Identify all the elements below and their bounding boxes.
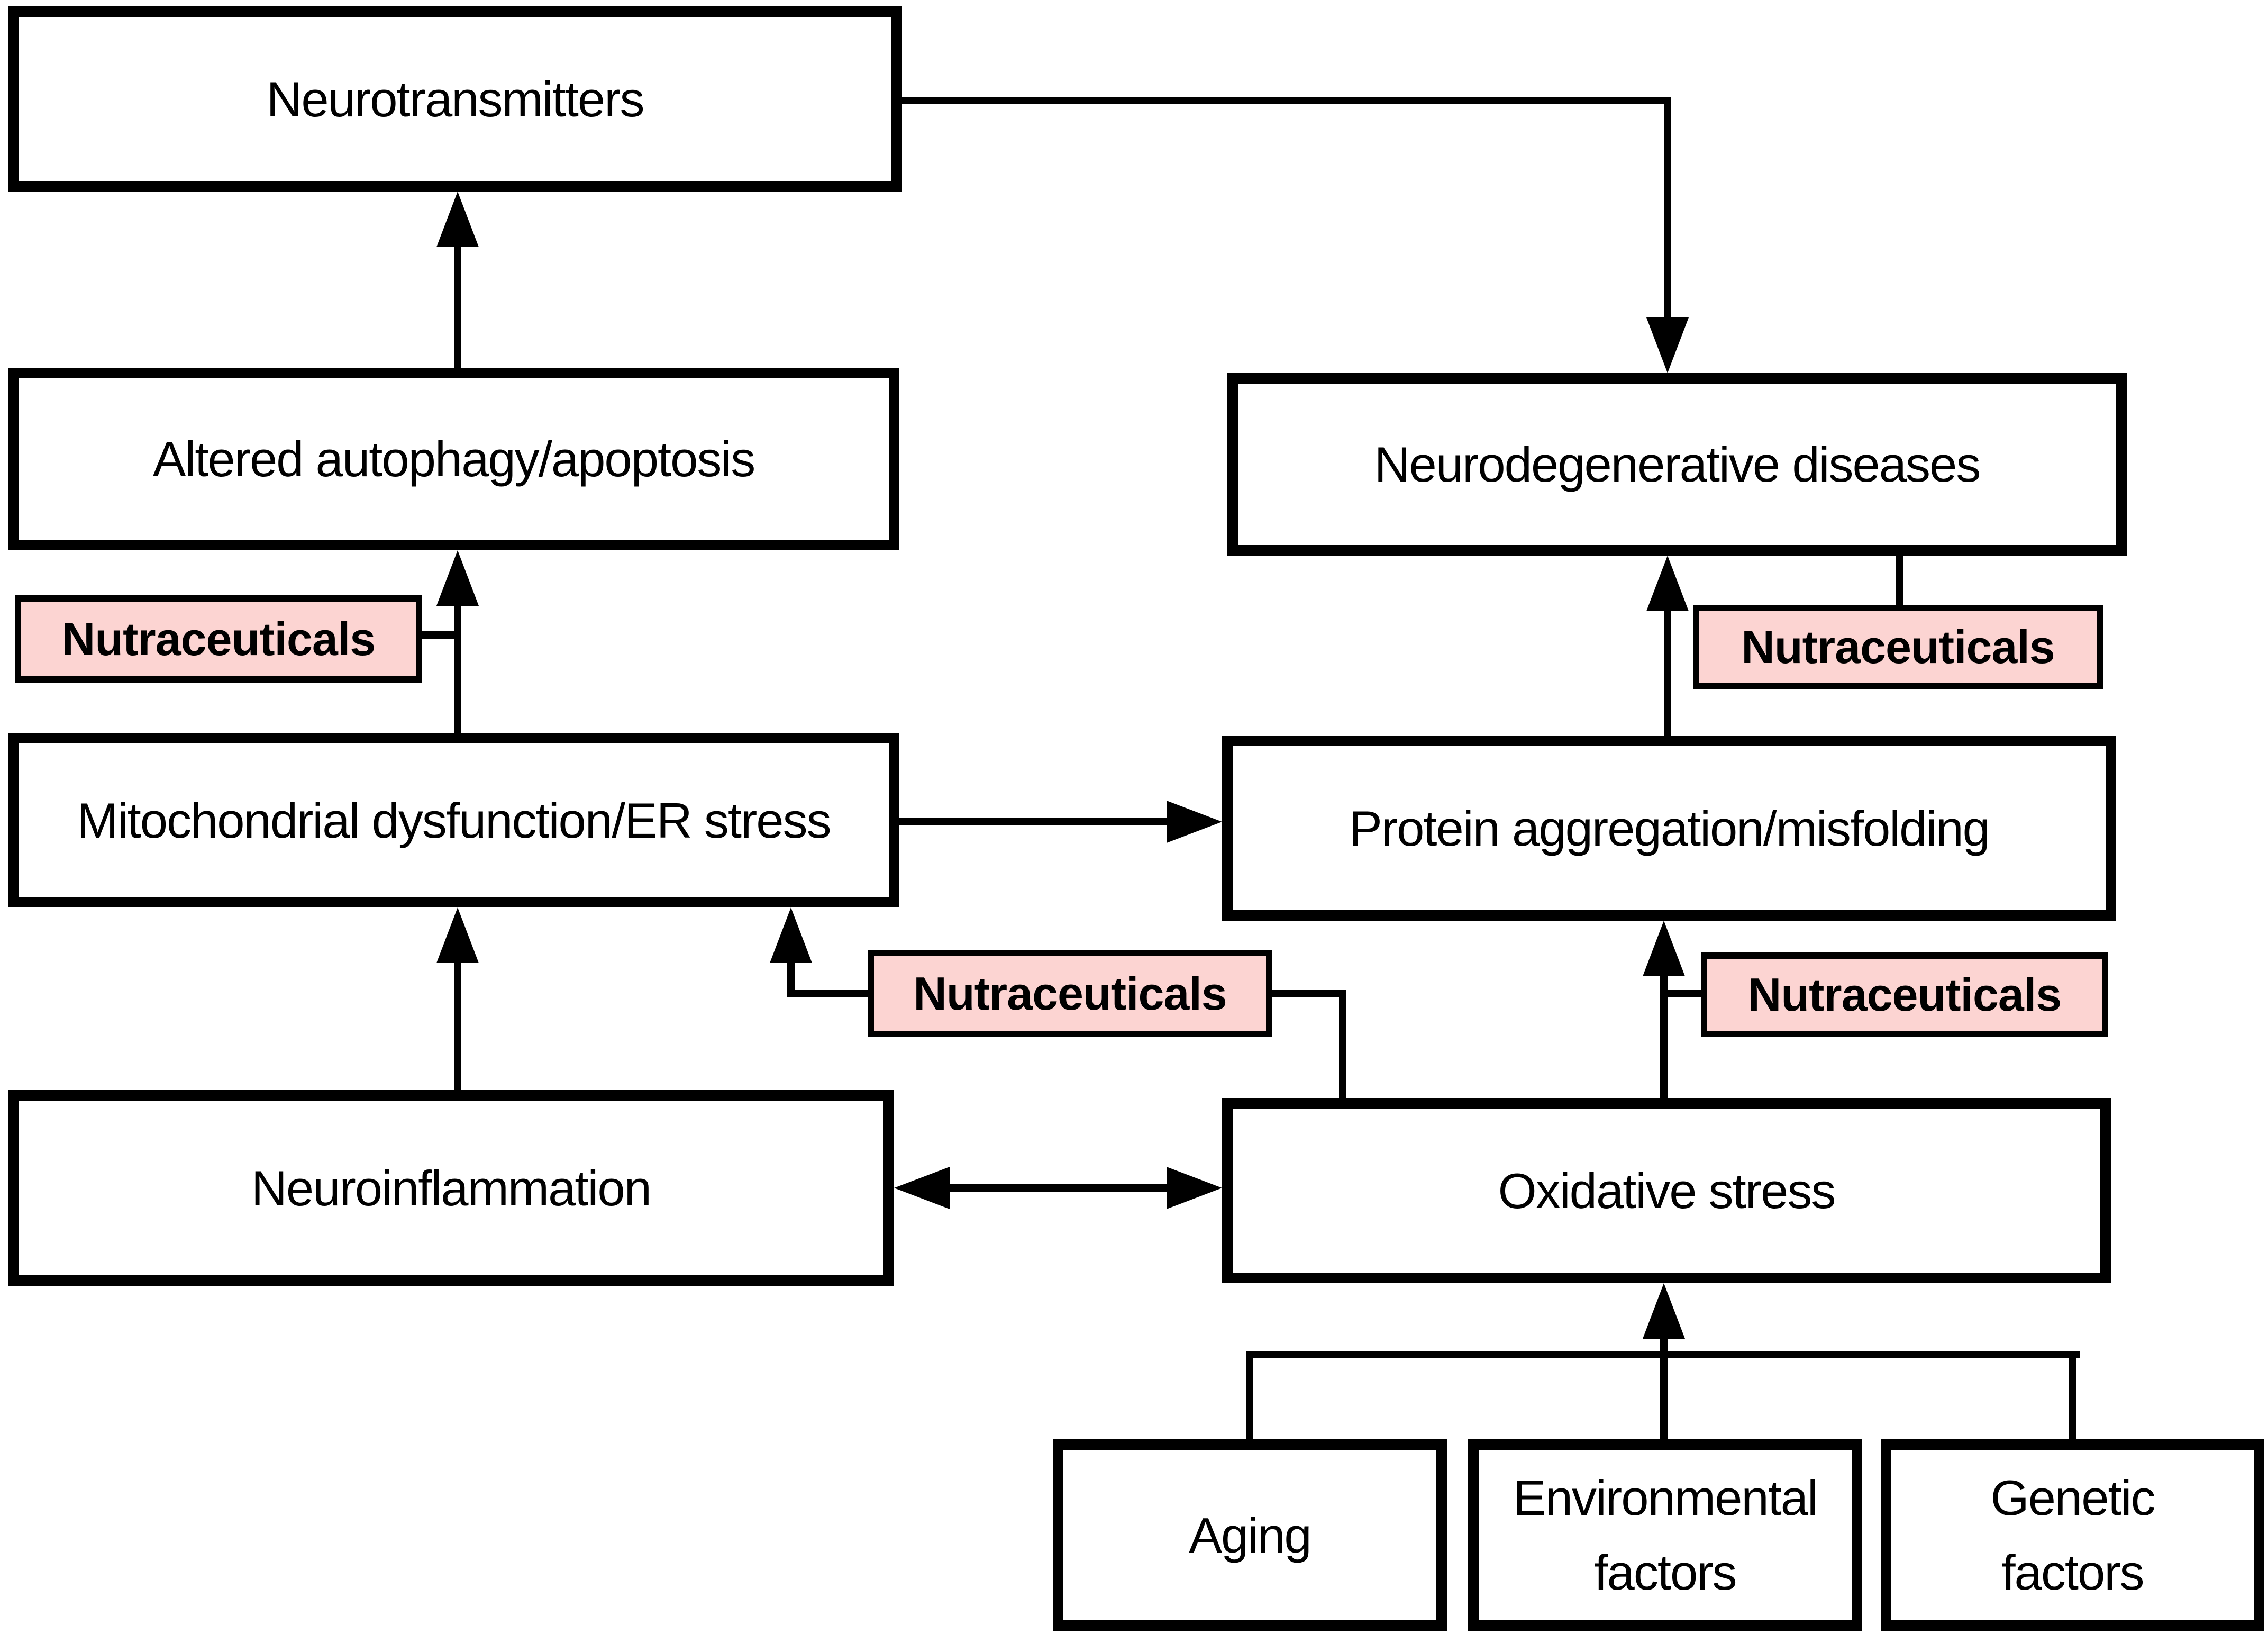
box-neurodegenerative-diseases-label: Neurodegenerative diseases bbox=[1374, 437, 1981, 492]
box-mitochondrial-dysfunction-label: Mitochondrial dysfunction/ER stress bbox=[77, 792, 831, 848]
box-oxidative-stress-label: Oxidative stress bbox=[1498, 1163, 1836, 1219]
box-neurotransmitters-label: Neurotransmitters bbox=[266, 71, 645, 127]
line-nutraceuticals-left-tap bbox=[422, 631, 461, 639]
arrowhead-right-into-protein-icon bbox=[1167, 801, 1222, 843]
arrowhead-up-into-protein-from-oxidative-icon bbox=[1643, 921, 1685, 976]
box-genetic-factors: Genetic factors bbox=[1881, 1439, 2264, 1631]
box-neurodegenerative-diseases: Neurodegenerative diseases bbox=[1227, 373, 2127, 556]
arrowhead-up-into-altered-autophagy-icon bbox=[436, 550, 479, 606]
line-neuroinflammation-oxidative-double bbox=[947, 1184, 1169, 1192]
line-neurodegenerative-to-nutraceuticals bbox=[1896, 556, 1903, 606]
nutraceuticals-box-left-label: Nutraceuticals bbox=[61, 612, 376, 665]
box-environmental-factors-label: Environmental factors bbox=[1513, 1470, 1818, 1600]
line-mitochondrial-to-altered bbox=[454, 603, 461, 733]
line-nutraceuticals-middle-right-horizontal bbox=[1272, 990, 1346, 997]
line-nutraceuticals-right-tap bbox=[1668, 990, 1701, 997]
box-aging-label: Aging bbox=[1189, 1507, 1311, 1563]
line-neurotransmitters-to-neurodegenerative-horizontal bbox=[902, 97, 1671, 104]
box-neurotransmitters: Neurotransmitters bbox=[8, 6, 902, 192]
arrowhead-up-into-mitochondrial-icon bbox=[436, 907, 479, 963]
line-aging-drop bbox=[1246, 1351, 1253, 1439]
nutraceuticals-box-middle-label: Nutraceuticals bbox=[913, 967, 1227, 1020]
arrowhead-up-into-neurodegenerative-icon bbox=[1646, 556, 1689, 611]
nutraceuticals-box-top-right: Nutraceuticals bbox=[1693, 605, 2103, 689]
line-genetic-drop bbox=[2069, 1351, 2076, 1439]
box-genetic-factors-label: Genetic factors bbox=[1990, 1470, 2156, 1600]
arrowhead-up-into-oxidative-icon bbox=[1643, 1283, 1685, 1339]
line-nutraceuticals-middle-left-horizontal bbox=[787, 990, 868, 997]
box-protein-aggregation-label: Protein aggregation/misfolding bbox=[1349, 800, 1990, 856]
nutraceuticals-box-middle: Nutraceuticals bbox=[868, 950, 1272, 1037]
box-neuroinflammation: Neuroinflammation bbox=[8, 1090, 894, 1286]
arrowhead-right-into-oxidative-icon bbox=[1167, 1167, 1222, 1209]
line-mitochondrial-to-protein bbox=[899, 818, 1167, 825]
nutraceuticals-box-left: Nutraceuticals bbox=[15, 595, 422, 683]
nutraceuticals-box-right: Nutraceuticals bbox=[1701, 952, 2108, 1037]
box-oxidative-stress: Oxidative stress bbox=[1222, 1098, 2111, 1283]
line-altered-to-neurotransmitters bbox=[454, 244, 461, 368]
line-nutraceuticals-middle-left-vertical bbox=[787, 960, 795, 997]
nutraceuticals-box-right-label: Nutraceuticals bbox=[1747, 968, 2062, 1021]
box-neuroinflammation-label: Neuroinflammation bbox=[251, 1160, 652, 1216]
line-environmental-to-oxidative-vertical bbox=[1660, 1336, 1668, 1439]
box-environmental-factors: Environmental factors bbox=[1468, 1439, 1862, 1631]
arrowhead-up-into-mitochondrial-from-nutraceuticals-icon bbox=[770, 907, 812, 963]
box-protein-aggregation: Protein aggregation/misfolding bbox=[1222, 736, 2116, 921]
box-aging: Aging bbox=[1053, 1439, 1447, 1631]
line-bottom-factors-horizontal bbox=[1250, 1351, 2080, 1358]
line-protein-to-neurodegenerative bbox=[1664, 609, 1671, 736]
arrowhead-left-into-neuroinflammation-icon bbox=[894, 1167, 950, 1209]
box-altered-autophagy: Altered autophagy/apoptosis bbox=[8, 368, 899, 550]
arrowhead-down-into-neurodegenerative-icon bbox=[1646, 317, 1689, 373]
arrowhead-up-into-neurotransmitters-icon bbox=[436, 192, 479, 247]
line-neuroinflammation-to-mitochondrial bbox=[454, 960, 461, 1090]
line-nutraceuticals-middle-right-vertical bbox=[1339, 990, 1346, 1098]
line-oxidative-to-protein bbox=[1660, 974, 1668, 1098]
nutraceuticals-box-top-right-label: Nutraceuticals bbox=[1741, 621, 2055, 673]
box-altered-autophagy-label: Altered autophagy/apoptosis bbox=[152, 431, 756, 487]
box-mitochondrial-dysfunction: Mitochondrial dysfunction/ER stress bbox=[8, 733, 899, 907]
line-neurotransmitters-to-neurodegenerative-vertical bbox=[1664, 97, 1671, 320]
